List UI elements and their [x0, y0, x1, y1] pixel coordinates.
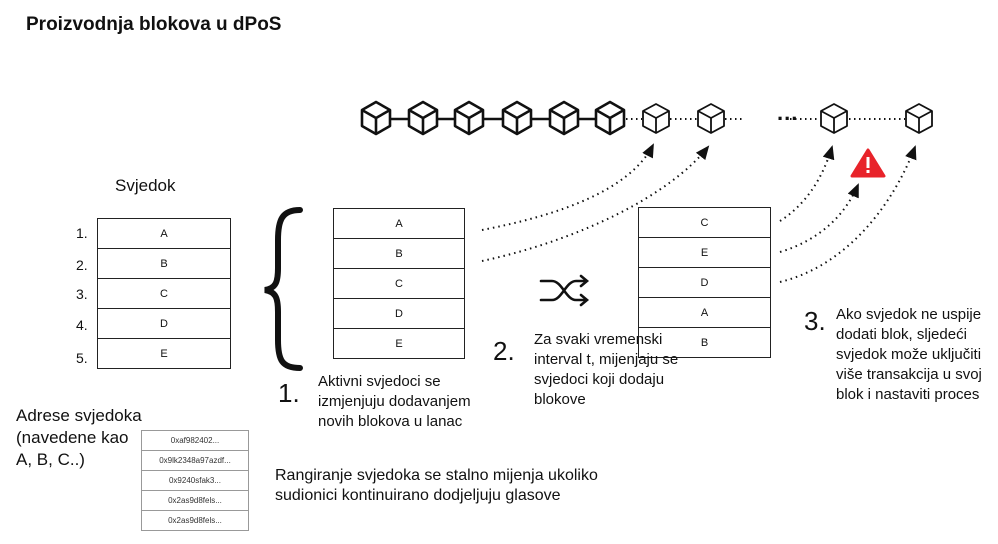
cube-icon [697, 103, 725, 134]
cube-icon [642, 103, 670, 134]
address-table: 0xaf982402... 0x9lk2348a97azdf... 0x9240… [141, 430, 249, 531]
witness-cell: B [638, 327, 771, 358]
witness-cell: C [97, 278, 231, 309]
witness-cell: E [333, 328, 465, 359]
address-cell: 0x2as9d8fels... [141, 490, 249, 511]
witness-cell: D [97, 308, 231, 339]
witness-cell: E [97, 338, 231, 369]
witness-cell: E [638, 237, 771, 268]
witness-cell: A [638, 297, 771, 328]
step-number: 1. [278, 378, 300, 408]
witness-heading: Svjedok [115, 176, 176, 195]
shuffled-witnesses-table: C E D A B [638, 207, 771, 358]
warning-icon [850, 148, 886, 178]
witness-cell: C [333, 268, 465, 299]
witness-cell: B [97, 248, 231, 279]
witness-cell: D [638, 267, 771, 298]
step-number: 3. [804, 306, 826, 336]
rank-number: 4. [76, 317, 88, 333]
shuffle-icon [539, 274, 590, 307]
cube-icon [905, 103, 933, 134]
rank-number: 2. [76, 257, 88, 273]
witness-cell: C [638, 207, 771, 238]
cube-icon [548, 100, 580, 136]
address-cell: 0x2as9d8fels... [141, 510, 249, 531]
address-cell: 0x9240sfak3... [141, 470, 249, 491]
witness-cell: B [333, 238, 465, 269]
cube-icon [594, 100, 626, 136]
step-text: Aktivni svjedoci se izmjenjuju dodavanje… [318, 373, 471, 430]
rank-number: 3. [76, 286, 88, 302]
curly-brace [264, 207, 303, 371]
witness-ranking-table: A B C D E [97, 218, 231, 369]
witness-cell: D [333, 298, 465, 329]
block-arrows [481, 143, 917, 283]
active-witnesses-table: A B C D E [333, 208, 465, 359]
chain-ellipsis: ... [777, 100, 799, 125]
cube-icon [360, 100, 392, 136]
address-cell: 0x9lk2348a97azdf... [141, 450, 249, 471]
addresses-label: Adrese svjedoka (navedene kao A, B, C..) [16, 406, 142, 469]
witness-cell: A [97, 218, 231, 249]
cube-icon [407, 100, 439, 136]
page-title: Proizvodnja blokova u dPoS [26, 14, 282, 35]
step-text: Za svaki vremenski interval t, mijenjaju… [534, 331, 679, 408]
step-text: Ako svjedok ne uspije dodati blok, sljed… [836, 306, 982, 403]
rank-number: 5. [76, 350, 88, 366]
ranking-note: Rangiranje svjedoka se stalno mijenja uk… [275, 467, 598, 504]
cube-icon [501, 100, 533, 136]
step-number: 2. [493, 336, 515, 366]
cube-icon [453, 100, 485, 136]
rank-number: 1. [76, 225, 88, 241]
cube-icon [820, 103, 848, 134]
address-cell: 0xaf982402... [141, 430, 249, 451]
witness-cell: A [333, 208, 465, 239]
